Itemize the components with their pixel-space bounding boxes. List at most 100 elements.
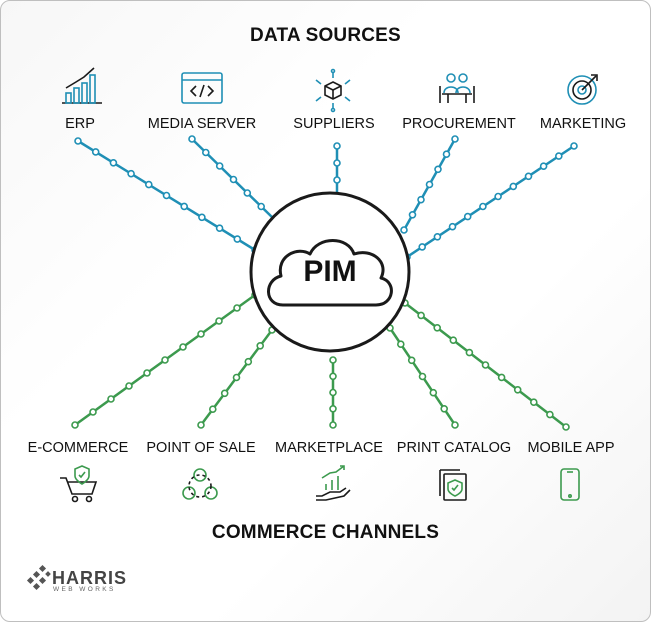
connector-media-server-node — [257, 202, 266, 211]
connector-e-commerce-node — [71, 421, 79, 429]
pim-label: PIM — [303, 255, 357, 288]
source-label-procurement: PROCUREMENT — [402, 116, 516, 132]
logo-tagline: WEB WORKS — [53, 586, 116, 593]
connector-mobile-app — [401, 299, 570, 431]
team-meeting-icon — [439, 73, 475, 103]
connector-e-commerce-node — [215, 317, 223, 325]
logo-name: HARRIS — [52, 568, 128, 588]
harris-logo-icon — [26, 564, 51, 591]
connector-print-catalog — [386, 324, 459, 429]
connector-marketing-node — [570, 142, 578, 150]
connector-mobile-app-node — [417, 311, 425, 320]
connector-mobile-app-node — [497, 373, 506, 382]
connector-print-catalog-node — [429, 388, 438, 397]
connector-media-server-node — [215, 162, 224, 170]
connector-suppliers-node — [333, 176, 341, 184]
connector-mobile-app-node — [481, 361, 490, 369]
connector-marketing-node — [418, 243, 427, 251]
connector-media-server-node — [243, 189, 252, 197]
connector-e-commerce-node — [233, 304, 241, 312]
connector-mobile-app-node — [513, 385, 522, 394]
connector-marketplace — [329, 356, 337, 429]
connector-mobile-app-node — [449, 336, 458, 345]
connector-marketing-node — [433, 233, 442, 241]
connector-marketing-node — [494, 192, 502, 201]
smartphone-icon — [560, 468, 580, 501]
connector-erp-node — [162, 191, 171, 200]
connector-marketing-node — [479, 202, 487, 211]
source-label-suppliers: SUPPLIERS — [293, 116, 375, 132]
connector-erp-node — [91, 148, 100, 156]
connector-marketplace-node — [329, 356, 337, 364]
source-label-erp: ERP — [65, 116, 95, 132]
connector-media-server-node — [202, 148, 210, 157]
connector-procurement-node — [400, 226, 408, 234]
connector-procurement-node — [434, 165, 442, 174]
connector-mobile-app-node — [529, 398, 538, 407]
connector-print-catalog-node — [418, 372, 427, 381]
connector-e-commerce-node — [179, 343, 187, 351]
connector-erp-node — [127, 169, 135, 178]
connector-mobile-app-node — [465, 348, 474, 357]
connector-marketing-node — [509, 182, 518, 191]
connector-mobile-app-node — [546, 410, 554, 419]
connector-erp — [74, 137, 259, 254]
connector-marketing-node — [554, 152, 563, 160]
connector-print-catalog-node — [451, 421, 459, 429]
hand-growth-icon — [316, 465, 351, 501]
connector-marketplace-node — [329, 372, 337, 381]
connector-media-server-node — [188, 135, 196, 143]
connector-procurement — [400, 135, 459, 234]
connector-suppliers-node — [333, 159, 341, 167]
connector-e-commerce-node — [161, 356, 169, 364]
commerce-channels-title: COMMERCE CHANNELS — [211, 522, 440, 543]
source-label-media-server: MEDIA SERVER — [147, 116, 257, 132]
connector-erp-node — [109, 159, 118, 167]
connector-procurement-node — [425, 180, 434, 189]
connector-erp-node — [233, 235, 242, 243]
connector-mobile-app-node — [433, 323, 442, 332]
data-sources-title: DATA SOURCES — [250, 25, 401, 46]
document-shield-icon — [439, 469, 467, 501]
connector-marketing-node — [448, 222, 457, 231]
connector-point-of-sale-node — [256, 341, 265, 350]
connector-marketing-node — [524, 172, 533, 181]
channel-label-marketplace: MARKETPLACE — [275, 440, 383, 456]
connector-marketplace-node — [329, 388, 337, 397]
connector-marketplace-node — [329, 404, 337, 413]
connector-print-catalog-node — [407, 356, 416, 365]
connector-marketing-node — [463, 212, 472, 221]
bar-chart-icon — [62, 67, 102, 104]
connector-marketplace-node — [329, 421, 337, 429]
connector-procurement-node — [451, 135, 459, 143]
connector-point-of-sale-node — [197, 421, 205, 429]
channel-label-point-of-sale: POINT OF SALE — [146, 440, 256, 456]
connector-procurement-node — [408, 211, 417, 219]
connector-erp-node — [74, 137, 82, 145]
connector-e-commerce-node — [143, 369, 151, 377]
pim-hub-circle — [249, 191, 411, 353]
source-label-marketing: MARKETING — [539, 116, 627, 132]
connector-point-of-sale-node — [220, 389, 229, 398]
connector-marketing-line — [406, 144, 575, 259]
connector-e-commerce-node — [107, 395, 115, 403]
connector-print-catalog-node — [440, 404, 449, 413]
connector-point-of-sale-node — [232, 373, 241, 382]
connector-e-commerce-node — [197, 330, 205, 338]
connector-e-commerce-node — [89, 408, 97, 416]
cloud-icon — [267, 239, 393, 307]
connector-mobile-app-node — [562, 423, 570, 431]
connector-erp-node — [145, 180, 153, 189]
connector-e-commerce-node — [125, 382, 133, 390]
connector-print-catalog-node — [396, 340, 405, 349]
channel-label-print-catalog: PRINT CATALOG — [396, 440, 512, 456]
connector-media-server-node — [229, 175, 238, 184]
connector-marketing-node — [539, 162, 548, 170]
connector-erp-node — [198, 213, 206, 222]
channel-label-e-commerce: E-COMMERCE — [27, 440, 129, 456]
connector-suppliers — [333, 142, 341, 201]
connector-marketing — [403, 142, 578, 261]
connector-point-of-sale-node — [244, 357, 253, 366]
connector-media-server — [188, 135, 279, 224]
